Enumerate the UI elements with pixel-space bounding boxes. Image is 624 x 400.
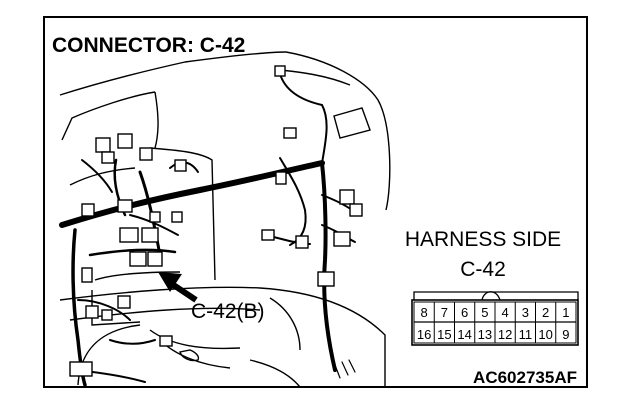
- top-row-pin-2: 2: [542, 305, 549, 320]
- top-row-pin-6: 6: [461, 305, 468, 320]
- figure-code: AC602735AF: [473, 368, 577, 387]
- bottom-row-pin-13: 13: [478, 327, 492, 342]
- bottom-row-pin-15: 15: [437, 327, 451, 342]
- bottom-row-pin-14: 14: [457, 327, 471, 342]
- vehicle-body-outline: [59, 51, 391, 388]
- bottom-row-pin-16: 16: [417, 327, 431, 342]
- top-row-pin-1: 1: [562, 305, 569, 320]
- wiring-harness: [59, 73, 356, 387]
- top-row-pin-7: 7: [441, 305, 448, 320]
- bottom-row-pin-9: 9: [562, 327, 569, 342]
- top-row-pin-3: 3: [522, 305, 529, 320]
- figure-title: CONNECTOR: C-42: [52, 34, 245, 57]
- harness-side-connector-id: C-42: [460, 258, 506, 281]
- callout-arrow: [158, 272, 198, 303]
- bottom-row-pin-12: 12: [498, 327, 512, 342]
- bottom-row-pin-10: 10: [538, 327, 552, 342]
- figure-frame: [43, 16, 588, 388]
- bottom-row-pin-11: 11: [519, 327, 533, 342]
- top-row-pin-8: 8: [421, 305, 428, 320]
- harness-side-connector-face: [411, 291, 579, 346]
- harness-side-label: HARNESS SIDE: [405, 228, 561, 251]
- top-row-pin-4: 4: [502, 305, 509, 320]
- callout-label-c42b: C-42(B): [191, 300, 265, 323]
- top-row-pin-5: 5: [481, 305, 488, 320]
- harness-connectors: [69, 65, 363, 377]
